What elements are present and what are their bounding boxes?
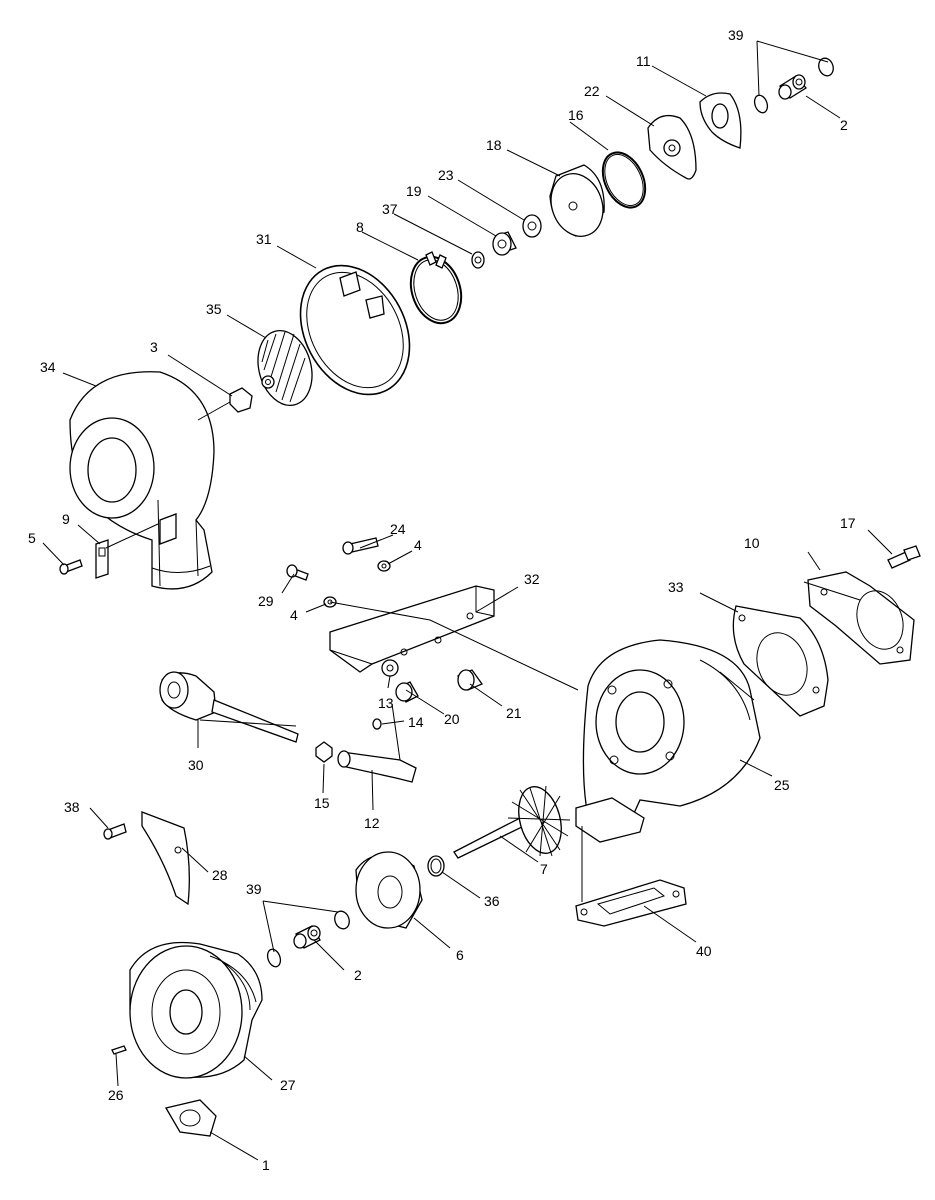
callout-labels: 1 2 2 3 4 4 5 6 7 8 9 10 11 12 13 14 15 … <box>28 27 856 1173</box>
callout-24: 24 <box>390 521 406 537</box>
callout-4-lower: 4 <box>290 607 298 623</box>
callout-22: 22 <box>584 83 600 99</box>
callout-20: 20 <box>444 711 460 727</box>
bracket-32 <box>329 585 495 673</box>
callout-28: 28 <box>212 867 228 883</box>
gasket-33 <box>732 605 829 717</box>
thrust-bearing-23 <box>522 214 542 238</box>
turbine-wheel-shaft-7 <box>453 785 571 859</box>
callout-1: 1 <box>262 1157 270 1173</box>
callout-9: 9 <box>62 511 70 527</box>
lock-plate-9 <box>95 539 109 579</box>
compressor-wheel-35 <box>257 330 313 406</box>
nut-3 <box>229 387 253 413</box>
bolt-38 <box>103 823 127 840</box>
o-ring-16 <box>601 151 647 209</box>
seal-plate-18 <box>549 164 605 237</box>
washer-4-upper <box>377 560 391 572</box>
snap-ring-8 <box>409 251 463 325</box>
callout-21: 21 <box>506 705 522 721</box>
seal-plate-6 <box>355 851 423 929</box>
linkage-rod-12 <box>337 750 417 783</box>
thrust-spacer-19 <box>492 231 517 256</box>
gasket-40 <box>575 879 687 927</box>
retaining-ring-39-lower <box>266 910 350 968</box>
bolt-5 <box>59 559 83 575</box>
flange-plate-10 <box>807 571 915 665</box>
callout-2-upper: 2 <box>840 117 848 133</box>
o-ring-14 <box>372 718 382 730</box>
callout-36: 36 <box>484 893 500 909</box>
nut-15 <box>315 741 333 763</box>
callout-8: 8 <box>356 219 364 235</box>
callout-27: 27 <box>280 1077 296 1093</box>
callout-12: 12 <box>364 815 380 831</box>
callout-23: 23 <box>438 167 454 183</box>
callout-16: 16 <box>568 107 584 123</box>
center-housing-27 <box>129 941 263 1079</box>
callout-2-lower: 2 <box>354 967 362 983</box>
bolt-24 <box>342 537 379 555</box>
callout-26: 26 <box>108 1087 124 1103</box>
bushing-2-upper <box>778 74 807 100</box>
callout-13: 13 <box>378 695 394 711</box>
callout-7: 7 <box>540 861 548 877</box>
callout-3: 3 <box>150 339 158 355</box>
callout-39-upper: 39 <box>728 27 744 43</box>
callout-11: 11 <box>636 53 651 69</box>
callout-17: 17 <box>840 515 856 531</box>
callout-19: 19 <box>406 183 422 199</box>
heat-shield-28 <box>141 811 190 906</box>
callout-30: 30 <box>188 757 204 773</box>
callout-4-upper: 4 <box>414 537 422 553</box>
callout-10: 10 <box>744 535 760 551</box>
retaining-ring-39-upper <box>753 57 834 114</box>
callout-35: 35 <box>206 301 222 317</box>
piston-ring-36 <box>427 855 445 877</box>
bushing-2-lower <box>293 925 321 949</box>
piston-ring-37 <box>471 251 485 269</box>
callout-32: 32 <box>524 571 540 587</box>
turbine-housing-25 <box>575 639 761 843</box>
callout-15: 15 <box>314 795 330 811</box>
callout-33: 33 <box>668 579 684 595</box>
callout-25: 25 <box>774 777 790 793</box>
callout-29: 29 <box>258 593 274 609</box>
bolt-17 <box>887 545 921 569</box>
callout-37: 37 <box>382 201 398 217</box>
callout-40: 40 <box>696 943 712 959</box>
heat-shield-plate-11 <box>699 92 742 149</box>
callout-38: 38 <box>64 799 80 815</box>
nut-13 <box>381 659 399 677</box>
pin-26 <box>111 1045 127 1055</box>
callout-18: 18 <box>486 137 502 153</box>
wastegate-actuator-30 <box>159 671 299 743</box>
compressor-housing-34 <box>69 371 215 590</box>
leader-lines <box>42 40 893 1161</box>
gasket-1 <box>164 1099 217 1137</box>
bushing-20 <box>395 681 419 703</box>
callout-14: 14 <box>408 714 424 730</box>
bushing-21 <box>457 669 483 691</box>
callout-34: 34 <box>40 359 56 375</box>
bolt-29 <box>286 564 309 581</box>
v-band-clamp-31 <box>299 264 411 396</box>
callout-5: 5 <box>28 530 36 546</box>
callout-6: 6 <box>456 947 464 963</box>
callout-39-lower: 39 <box>246 881 262 897</box>
callout-31: 31 <box>256 231 272 247</box>
thrust-collar-22 <box>647 114 697 180</box>
